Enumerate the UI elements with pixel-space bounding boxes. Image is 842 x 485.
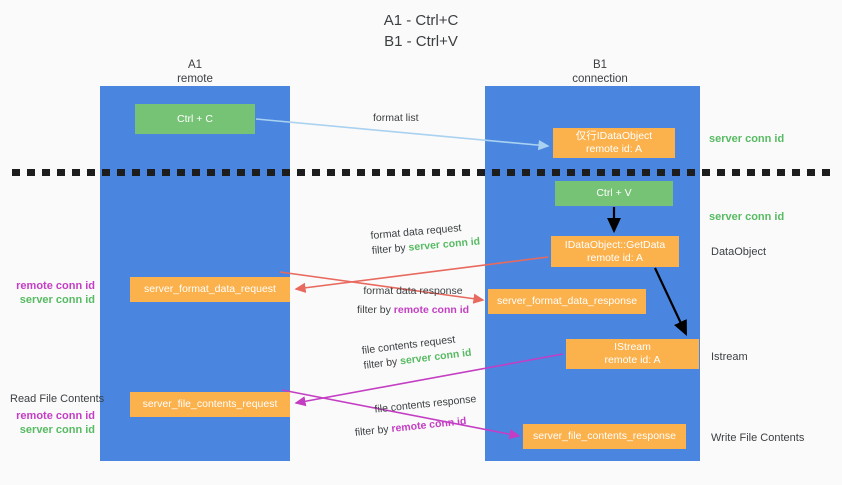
node-getdata-line1: IDataObject::GetData (564, 238, 666, 251)
filter-prefix: filter by (371, 241, 410, 257)
node-server-file-contents-request-label: server_file_contents_request (142, 398, 278, 410)
label-server-conn-id-mid: server conn id (709, 211, 785, 223)
dashed-divider (12, 169, 830, 176)
filter-value-remote-conn-id: remote conn id (390, 415, 467, 435)
node-ctrl-c-label: Ctrl + C (177, 112, 213, 125)
page-title: A1 - Ctrl+C B1 - Ctrl+V (0, 10, 842, 52)
title-line-1: A1 - Ctrl+C (383, 12, 459, 29)
flow-file-contents-response-filter: filter by remote conn id (354, 413, 479, 441)
node-server-format-data-response[interactable]: server_format_data_response (488, 289, 646, 314)
label-remote-conn-id: remote conn id (16, 280, 95, 292)
node-ctrl-v-label: Ctrl + V (596, 187, 632, 199)
flow-label-format-data-request: format data request filter by server con… (370, 220, 481, 259)
label-conn-ids-file: remote conn id server conn id (10, 409, 95, 437)
filter-prefix: filter by (357, 304, 394, 316)
flow-label-format-data-response: format data response filter by remote co… (357, 284, 469, 318)
label-server-conn-id: server conn id (19, 424, 95, 436)
node-server-file-contents-response-label: server_file_contents_response (532, 430, 676, 442)
filter-value-remote-conn-id: remote conn id (393, 304, 470, 316)
label-server-conn-id-top: server conn id (709, 133, 785, 145)
column-a1-name: A1 (187, 59, 203, 71)
label-istream: Istream (711, 351, 748, 363)
node-istream-line2: remote id: A (604, 354, 661, 366)
node-server-format-data-request[interactable]: server_format_data_request (130, 277, 290, 302)
label-remote-conn-id: remote conn id (16, 410, 95, 422)
filter-prefix: filter by (362, 355, 401, 372)
node-istream[interactable]: IStream remote id: A (566, 339, 699, 369)
label-write-file-contents: Write File Contents (711, 432, 805, 444)
filter-prefix: filter by (354, 423, 393, 439)
label-read-file-contents: Read File Contents (10, 393, 105, 405)
column-header-a1: A1 remote (130, 58, 260, 86)
column-header-b1: B1 connection (535, 58, 665, 86)
node-idataobject-line1: 仅行IDataObject (575, 130, 653, 142)
title-line-2: B1 - Ctrl+V (384, 33, 458, 50)
label-server-conn-id: server conn id (19, 294, 95, 306)
node-ctrl-c[interactable]: Ctrl + C (135, 104, 255, 134)
flow-label-file-contents-request: file contents request filter by server c… (361, 331, 472, 374)
column-b1-role: connection (572, 73, 628, 85)
column-a1-role: remote (177, 73, 213, 85)
flow-format-list-text: format list (373, 112, 419, 124)
node-getdata-line2: remote id: A (586, 251, 644, 264)
label-dataobject: DataObject (711, 246, 767, 258)
node-idataobject[interactable]: 仅行IDataObject remote id: A (553, 128, 675, 158)
column-b1-name: B1 (592, 59, 608, 71)
node-idataobject-line2: remote id: A (585, 143, 643, 155)
node-server-file-contents-response[interactable]: server_file_contents_response (523, 424, 686, 449)
node-idataobject-getdata[interactable]: IDataObject::GetData remote id: A (551, 236, 679, 267)
node-ctrl-v[interactable]: Ctrl + V (555, 181, 673, 206)
flow-format-data-response-filter: filter by remote conn id (357, 303, 469, 318)
flow-label-file-contents-response: file contents response filter by remote … (352, 392, 479, 441)
flow-label-format-list: format list (373, 111, 419, 126)
node-server-format-data-request-label: server_format_data_request (144, 283, 276, 295)
node-server-file-contents-request[interactable]: server_file_contents_request (130, 392, 290, 417)
node-istream-line1: IStream (614, 341, 651, 353)
node-server-format-data-response-label: server_format_data_response (496, 295, 638, 307)
flow-format-data-response-text: format data response (363, 285, 463, 297)
label-conn-ids-format: remote conn id server conn id (10, 279, 95, 307)
